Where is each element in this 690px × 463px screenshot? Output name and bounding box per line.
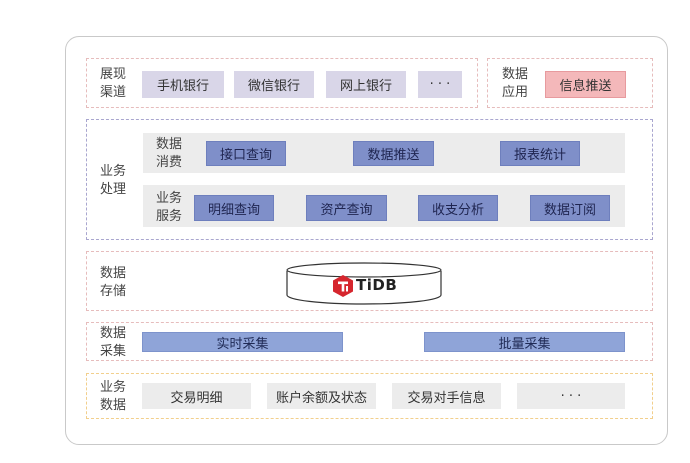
- channel-online-banking: 网上银行: [326, 71, 406, 98]
- detail-query-box: 明细查询: [194, 195, 274, 221]
- report-stats-box: 报表统计: [500, 141, 580, 166]
- service-label: 业务 服务: [155, 191, 182, 224]
- consume-label: 数据 消费: [155, 137, 182, 170]
- architecture-panel: [65, 36, 668, 445]
- api-query-box: 接口查询: [206, 141, 286, 166]
- biz-data-more: · · ·: [517, 383, 625, 409]
- channel-mobile-banking: 手机银行: [142, 71, 224, 98]
- storage-section: [86, 251, 653, 311]
- collection-label: 数据 采集: [99, 326, 126, 359]
- asset-query-box: 资产查询: [306, 195, 387, 221]
- tidb-label: TiDB: [356, 276, 398, 294]
- counterparty-box: 交易对手信息: [392, 383, 501, 409]
- data-push-box: 数据推送: [353, 141, 434, 166]
- realtime-collect-box: 实时采集: [142, 332, 343, 352]
- data-app-label: 数据 应用: [501, 67, 528, 100]
- storage-label: 数据 存储: [99, 266, 126, 299]
- account-balance-box: 账户余额及状态: [267, 383, 376, 409]
- data-app-section: [487, 58, 653, 108]
- channel-more: · · ·: [418, 71, 462, 98]
- channel-wechat-banking: 微信银行: [234, 71, 314, 98]
- data-subscribe-box: 数据订阅: [530, 195, 610, 221]
- business-section: [86, 119, 653, 240]
- batch-collect-box: 批量采集: [424, 332, 625, 352]
- biz-data-section: [86, 373, 653, 419]
- database-cylinder: [286, 262, 442, 305]
- tidb-logo-icon: [333, 275, 353, 297]
- info-push-box: 信息推送: [545, 71, 626, 98]
- presentation-label: 展现 渠道: [99, 67, 126, 100]
- trade-detail-box: 交易明细: [142, 383, 251, 409]
- income-analysis-box: 收支分析: [418, 195, 498, 221]
- biz-data-label: 业务 数据: [99, 380, 126, 413]
- collection-section: [86, 322, 653, 361]
- presentation-section: [86, 58, 478, 108]
- business-label: 业务 处理: [99, 164, 126, 197]
